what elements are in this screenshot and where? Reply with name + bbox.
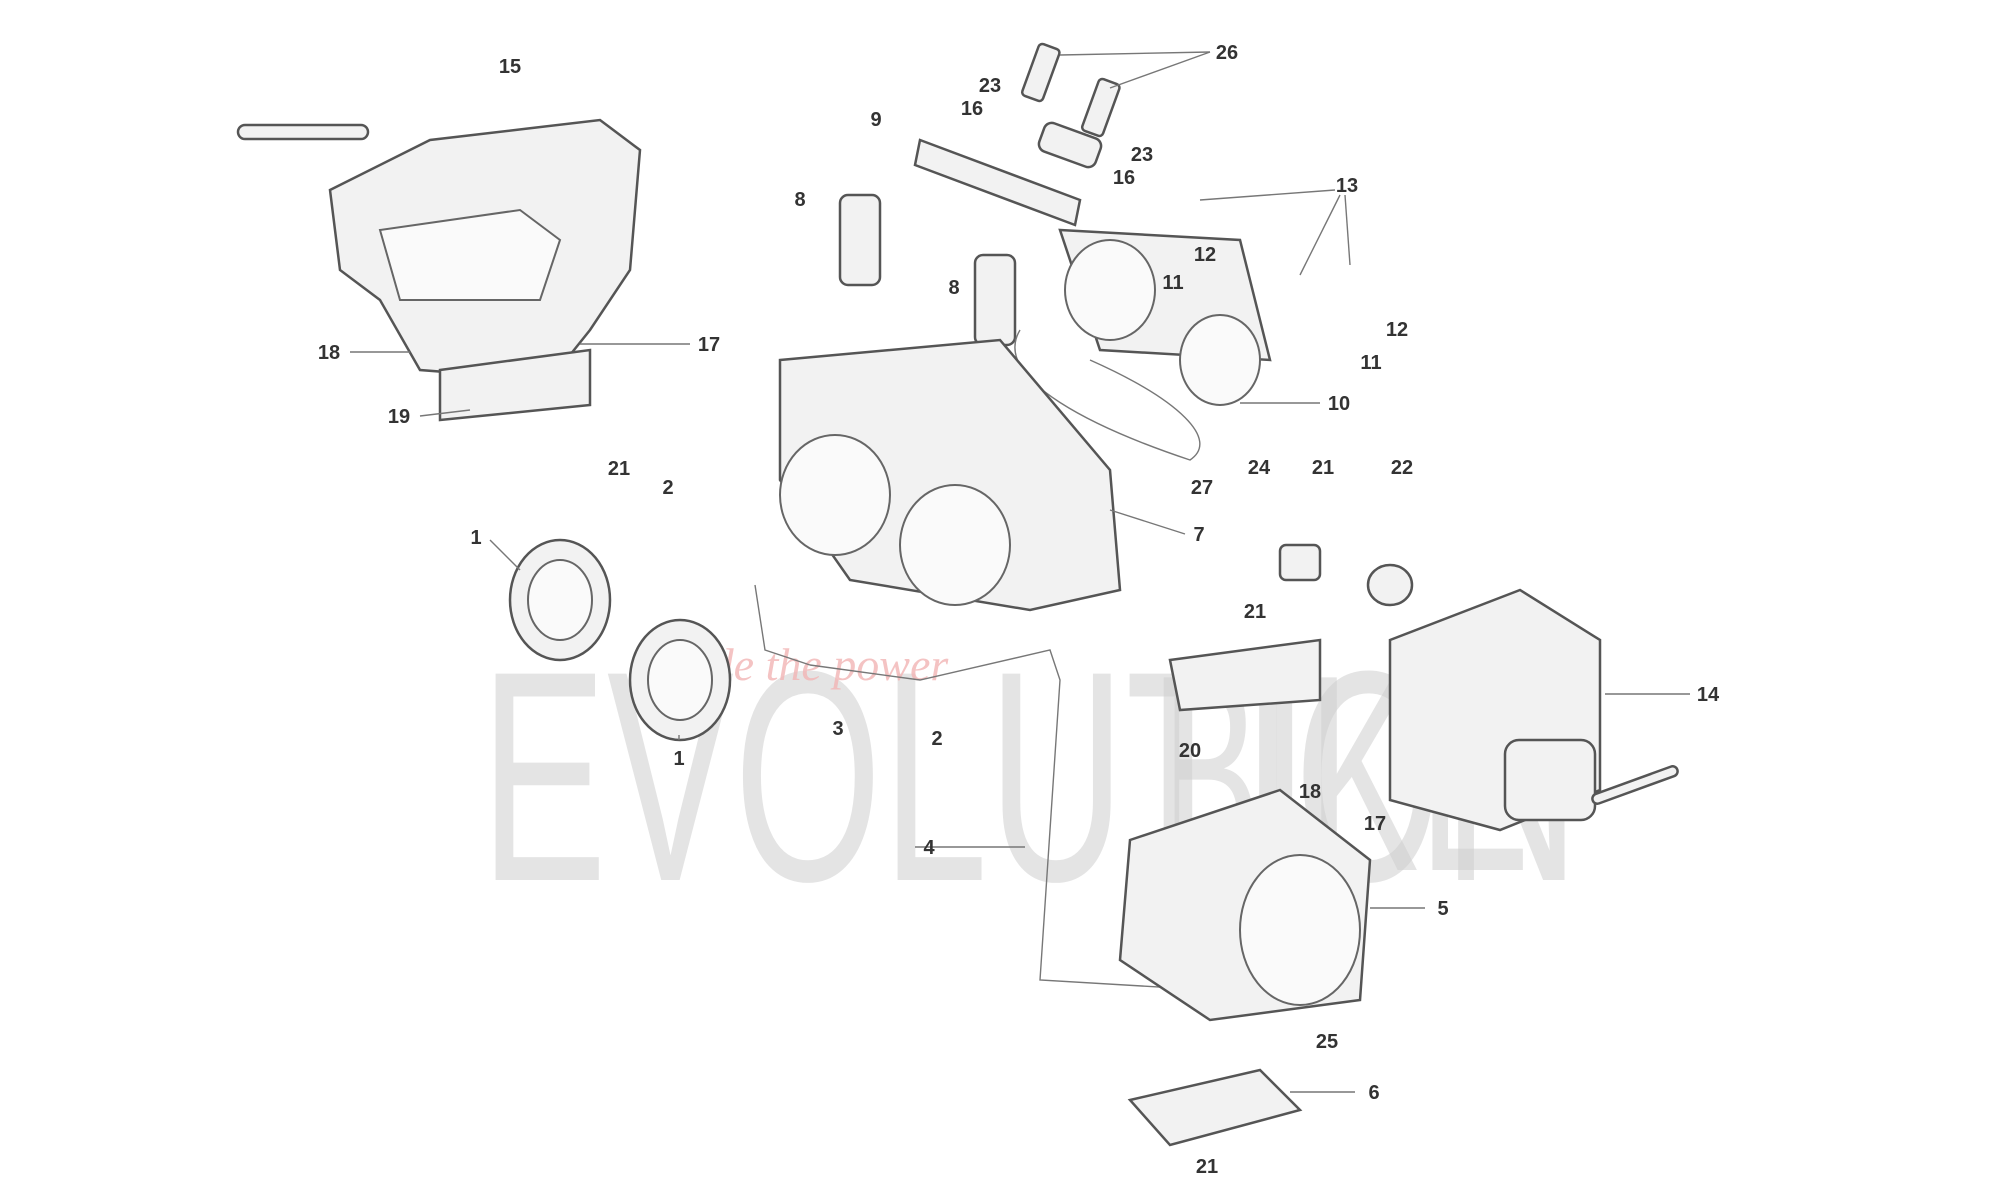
- intake-rubber-1b-bore: [647, 639, 713, 721]
- callout-21: 21: [608, 458, 630, 480]
- callout-8: 8: [948, 277, 959, 299]
- fuel-rail-9-body: [913, 138, 1082, 227]
- callout-25: 25: [1316, 1031, 1338, 1053]
- callout-16: 16: [1113, 167, 1135, 189]
- callout-20: 20: [1179, 740, 1201, 762]
- callout-2: 2: [662, 477, 673, 499]
- callout-17: 17: [1364, 813, 1386, 835]
- callout-27: 27: [1191, 477, 1213, 499]
- callout-16: 16: [961, 98, 983, 120]
- bore-7b: [899, 484, 1011, 606]
- bore-10b: [1179, 314, 1261, 406]
- injector-8b: [973, 253, 1017, 347]
- sensor-24: [1278, 543, 1322, 582]
- hose-4: [809, 649, 1211, 991]
- callout-15: 15: [499, 56, 521, 78]
- callout-17: 17: [698, 334, 720, 356]
- callout-4: 4: [923, 837, 935, 859]
- callout-18: 18: [318, 342, 340, 364]
- grommet-22: [1366, 563, 1414, 607]
- callout-10: 10: [1328, 393, 1350, 415]
- callout-23: 23: [1131, 144, 1153, 166]
- callout-12: 12: [1386, 319, 1408, 341]
- callout-1: 1: [470, 527, 481, 549]
- callout-1: 1: [673, 748, 684, 770]
- strip-14: [1591, 765, 1679, 805]
- callout-6: 6: [1368, 1082, 1379, 1104]
- bracket-20: [1168, 638, 1322, 712]
- callout-14: 14: [1697, 684, 1720, 706]
- canister-5-cap: [1239, 854, 1361, 1006]
- bracket-6: [1127, 1068, 1303, 1147]
- callout-22: 22: [1391, 457, 1413, 479]
- callout-8: 8: [794, 189, 805, 211]
- callout-11: 11: [1360, 352, 1381, 374]
- callout-19: 19: [388, 406, 410, 428]
- cover-15-detail: [378, 208, 562, 301]
- hose-2a: [754, 584, 811, 666]
- screw-26b: [1080, 77, 1121, 138]
- callout-26: 26: [1216, 42, 1238, 64]
- bracket-19: [438, 348, 592, 422]
- bore-10a: [1064, 239, 1156, 341]
- screw-26a: [1020, 42, 1061, 103]
- callout-11: 11: [1162, 272, 1183, 294]
- callout-18: 18: [1299, 781, 1321, 803]
- callout-21: 21: [1244, 601, 1266, 623]
- intake-rubber-1a-bore: [527, 559, 593, 641]
- bore-7a: [779, 434, 891, 556]
- leader-lines: [350, 51, 1690, 1093]
- callout-7: 7: [1193, 524, 1204, 546]
- callout-23: 23: [979, 75, 1001, 97]
- injector-8a: [838, 193, 882, 287]
- callout-2: 2: [931, 728, 942, 750]
- fuel-rail-9: [1037, 121, 1103, 169]
- callout-21: 21: [1312, 457, 1334, 479]
- strip-part: [236, 123, 370, 141]
- callout-9: 9: [870, 109, 881, 131]
- callout-24: 24: [1248, 457, 1271, 479]
- cover-14-detail: [1503, 738, 1597, 822]
- callout-21: 21: [1196, 1156, 1218, 1178]
- callout-3: 3: [832, 718, 843, 740]
- callout-12: 12: [1194, 244, 1216, 266]
- parts: [236, 42, 1679, 1147]
- callout-13: 13: [1336, 175, 1358, 197]
- callout-5: 5: [1437, 898, 1448, 920]
